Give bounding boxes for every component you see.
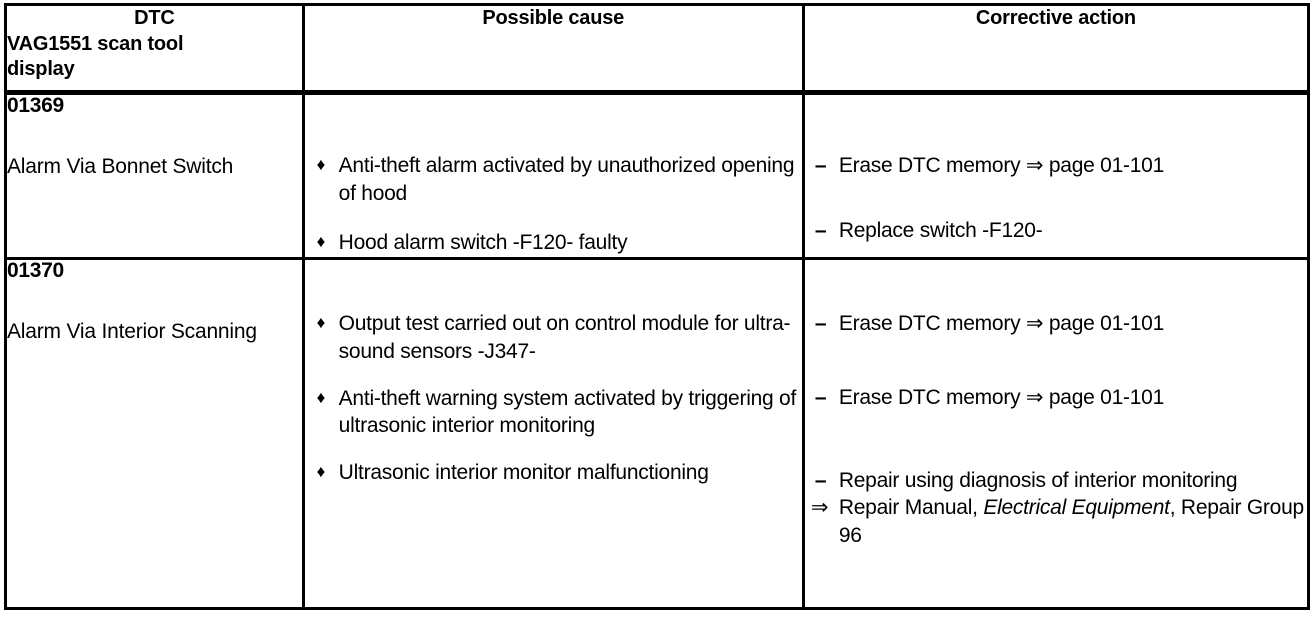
table-body: 01369 Alarm Via Bonnet Switch ♦ Anti-the…: [4, 92, 1311, 609]
header-row: DTC VAG1551 scan tool display Possible c…: [4, 4, 1311, 95]
list-item: – Erase DTC memory ⇒ page 01-101: [805, 384, 1307, 412]
dash-bullet-icon: –: [814, 154, 827, 177]
cell-dtc-code: 01369 Alarm Via Bonnet Switch: [4, 92, 305, 261]
double-arrow-icon: ⇒: [810, 496, 829, 520]
table-header: DTC VAG1551 scan tool display Possible c…: [4, 4, 1311, 95]
list-item: – Repair using diagnosis of interior mon…: [805, 467, 1307, 495]
column-header-possible-cause: Possible cause: [301, 4, 805, 95]
dtc-fault-table-page: DTC VAG1551 scan tool display Possible c…: [0, 3, 1312, 631]
dtc-code-value: 01370: [7, 259, 64, 283]
table-row: 01370 Alarm Via Interior Scanning ♦ Outp…: [4, 258, 1311, 609]
diamond-bullet-icon: ♦: [316, 313, 326, 333]
dash-bullet-icon: –: [814, 218, 827, 242]
list-item-label: Anti-theft alarm activated by unauthoriz…: [338, 154, 795, 205]
dtc-fault-table: DTC VAG1551 scan tool display Possible c…: [4, 3, 1311, 611]
list-item: – Erase DTC memory ⇒ page 01-101: [805, 310, 1307, 338]
dtc-description: Alarm Via Bonnet Switch: [7, 155, 234, 179]
list-item-label: Erase DTC memory ⇒ page 01-101: [838, 385, 1165, 409]
dtc-code-value: 01369: [7, 94, 64, 117]
column-header-corrective-action: Corrective action: [801, 4, 1311, 95]
possible-cause-list: ♦ Output test carried out on control mod…: [305, 260, 802, 487]
dash-bullet-icon: –: [814, 385, 827, 409]
cell-possible-cause: ♦ Output test carried out on control mod…: [301, 258, 805, 609]
dash-bullet-icon: –: [814, 468, 827, 492]
list-item: ♦ Anti-theft warning system activated by…: [305, 385, 802, 440]
cell-dtc-code: 01370 Alarm Via Interior Scanning: [4, 258, 305, 609]
list-item-label: Ultrasonic interior monitor malfunctioni…: [338, 461, 709, 485]
corrective-action-list: – Erase DTC memory ⇒ page 01-101 – Erase…: [805, 260, 1307, 550]
cross-reference-prefix: Repair Manual,: [838, 496, 984, 520]
list-item-label: Replace switch -F120-: [838, 218, 1043, 242]
list-item-label: Erase DTC memory ⇒ page 01-101: [838, 154, 1165, 177]
dash-bullet-icon: –: [814, 312, 827, 336]
list-item-label: Output test carried out on control modul…: [338, 312, 791, 363]
dtc-description: Alarm Via Interior Scanning: [7, 320, 257, 344]
list-item: ♦ Hood alarm switch -F120- faulty: [305, 229, 802, 257]
diamond-bullet-icon: ♦: [316, 462, 326, 482]
list-item: – Replace switch -F120-: [805, 217, 1307, 245]
cross-reference-suffix: , Repair Group 96: [838, 496, 1304, 548]
column-header-dtc-line3: display: [7, 58, 75, 81]
cross-reference-title: Electrical Equipment: [983, 496, 1170, 520]
list-item-label: Hood alarm switch -F120- faulty: [338, 231, 628, 255]
table-row: 01369 Alarm Via Bonnet Switch ♦ Anti-the…: [4, 92, 1311, 261]
list-item-label: Anti-theft warning system activated by t…: [338, 386, 797, 438]
column-header-dtc: DTC VAG1551 scan tool display: [4, 4, 305, 95]
list-item: ♦ Ultrasonic interior monitor malfunctio…: [305, 459, 802, 487]
cross-reference-item: ⇒ Repair Manual, Electrical Equipment, R…: [805, 494, 1307, 549]
diamond-bullet-icon: ♦: [316, 155, 326, 174]
list-item: ♦ Output test carried out on control mod…: [305, 310, 802, 365]
cell-corrective-action: – Erase DTC memory ⇒ page 01-101 – Erase…: [801, 258, 1311, 609]
list-item-label: Erase DTC memory ⇒ page 01-101: [838, 312, 1165, 336]
column-header-dtc-line1: DTC: [134, 7, 175, 29]
possible-cause-list: ♦ Anti-theft alarm activated by unauthor…: [305, 95, 802, 257]
cell-corrective-action: – Erase DTC memory ⇒ page 01-101 – Repla…: [801, 92, 1311, 261]
cross-reference-label: Repair Manual, Electrical Equipment, Rep…: [839, 494, 1307, 549]
diamond-bullet-icon: ♦: [316, 387, 326, 407]
column-header-dtc-line2: VAG1551 scan tool: [7, 32, 184, 55]
list-item: ♦ Anti-theft alarm activated by unauthor…: [305, 152, 802, 207]
corrective-action-list: – Erase DTC memory ⇒ page 01-101 – Repla…: [805, 95, 1307, 244]
diamond-bullet-icon: ♦: [316, 232, 326, 252]
list-item-label: Repair using diagnosis of interior monit…: [838, 468, 1238, 492]
list-item: – Erase DTC memory ⇒ page 01-101: [805, 152, 1307, 180]
cell-possible-cause: ♦ Anti-theft alarm activated by unauthor…: [301, 92, 805, 261]
